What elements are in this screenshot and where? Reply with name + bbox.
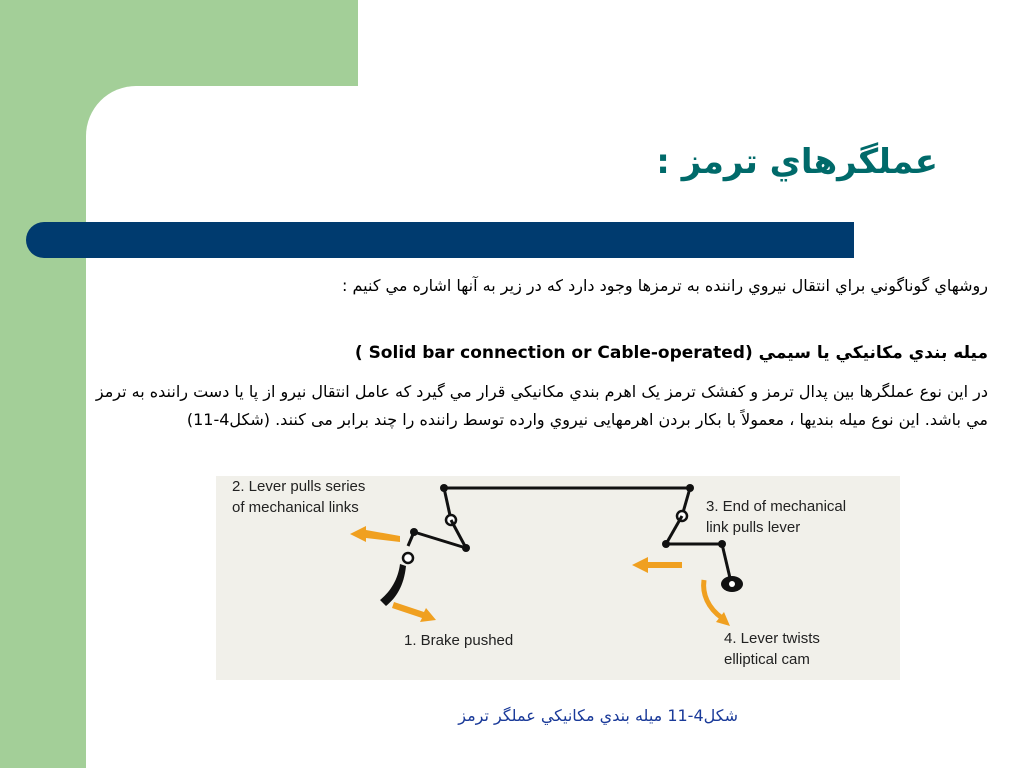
link-left-2	[449, 519, 468, 549]
cam-lever	[720, 543, 732, 579]
arrow-twist-head-icon	[716, 612, 730, 626]
section-heading: ميله بندي مكانيكي يا سيمي (Solid bar con…	[354, 343, 988, 363]
paragraph-body: در اين نوع عملگرها بين پدال ترمز و كفشک …	[95, 382, 988, 429]
link-left-4	[406, 531, 416, 547]
decor-green-left	[0, 0, 86, 768]
cam-center	[729, 581, 735, 587]
paragraph-intro: روشهاي گوناگوني براي انتقال نيروي راننده…	[342, 276, 988, 295]
figure-label-2: 2. Lever pulls series of mechanical link…	[232, 478, 366, 516]
arrow-left-icon	[350, 526, 400, 542]
arrow-twist-icon	[701, 579, 724, 621]
brake-pedal	[380, 564, 406, 606]
figure-label-4: 4. Lever twists elliptical cam	[724, 630, 820, 668]
decor-corner	[86, 86, 186, 186]
figure-label-3: 3. End of mechanical link pulls lever	[706, 498, 847, 536]
figure-label-1: 1. Brake pushed	[404, 632, 514, 649]
link-left-3	[413, 530, 467, 550]
linkage-diagram	[350, 484, 743, 626]
title-bar	[26, 222, 854, 258]
pedal-pivot	[401, 551, 415, 565]
figure-caption: شكل4-11 ميله بندي مكانيكي عملگر ترمز	[458, 706, 738, 725]
link-right-2	[664, 515, 684, 545]
arrow-push-icon	[392, 602, 436, 622]
arrow-right-icon	[632, 557, 682, 573]
linkage-figure: 2. Lever pulls series of mechanical link…	[216, 476, 900, 680]
slide-title: عملگرهاي ترمز :	[656, 142, 938, 182]
